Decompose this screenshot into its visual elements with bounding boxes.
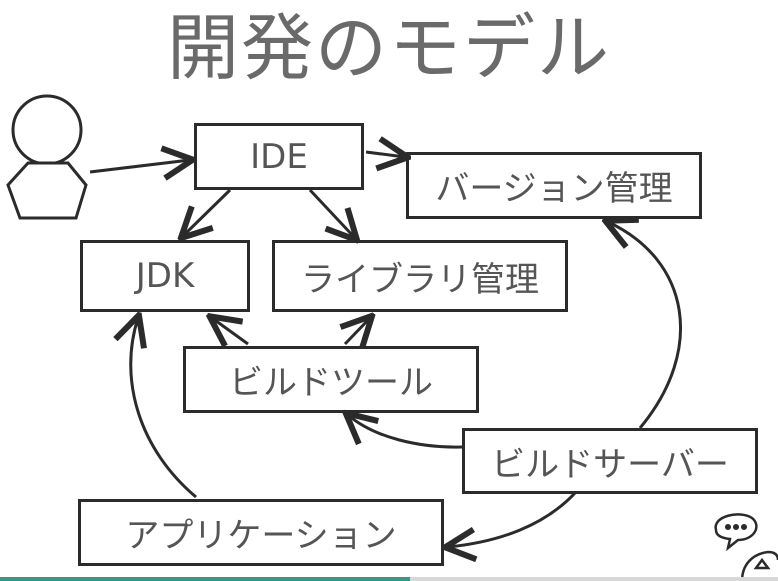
edge-ide-library xyxy=(308,188,355,238)
build-tool-box: ビルドツール xyxy=(183,346,479,413)
edge-developer-ide xyxy=(89,160,190,172)
edge-ide-version-control xyxy=(365,152,405,157)
edge-build-server-version-control xyxy=(608,222,683,429)
edge-application-jdk xyxy=(131,318,197,499)
version-control-box: バージョン管理 xyxy=(406,152,702,219)
jdk-box: JDK xyxy=(80,240,250,312)
edge-build-tool-library xyxy=(345,318,370,344)
speech-bubble-doodle-icon xyxy=(714,513,778,581)
edge-ide-jdk xyxy=(183,188,232,236)
page-title: 開発のモデル xyxy=(166,6,611,90)
person-icon xyxy=(6,94,88,220)
build-server-box: ビルドサーバー xyxy=(462,428,758,494)
library-management-box: ライブラリ管理 xyxy=(272,240,568,312)
ide-box: IDE xyxy=(194,123,364,190)
footer-bar xyxy=(410,577,778,581)
application-box: アプリケーション xyxy=(78,499,444,566)
footer-accent-bar xyxy=(0,577,410,581)
edge-build-tool-jdk xyxy=(212,318,249,344)
edge-build-server-build-tool xyxy=(348,415,463,449)
edge-build-server-application xyxy=(448,491,577,547)
